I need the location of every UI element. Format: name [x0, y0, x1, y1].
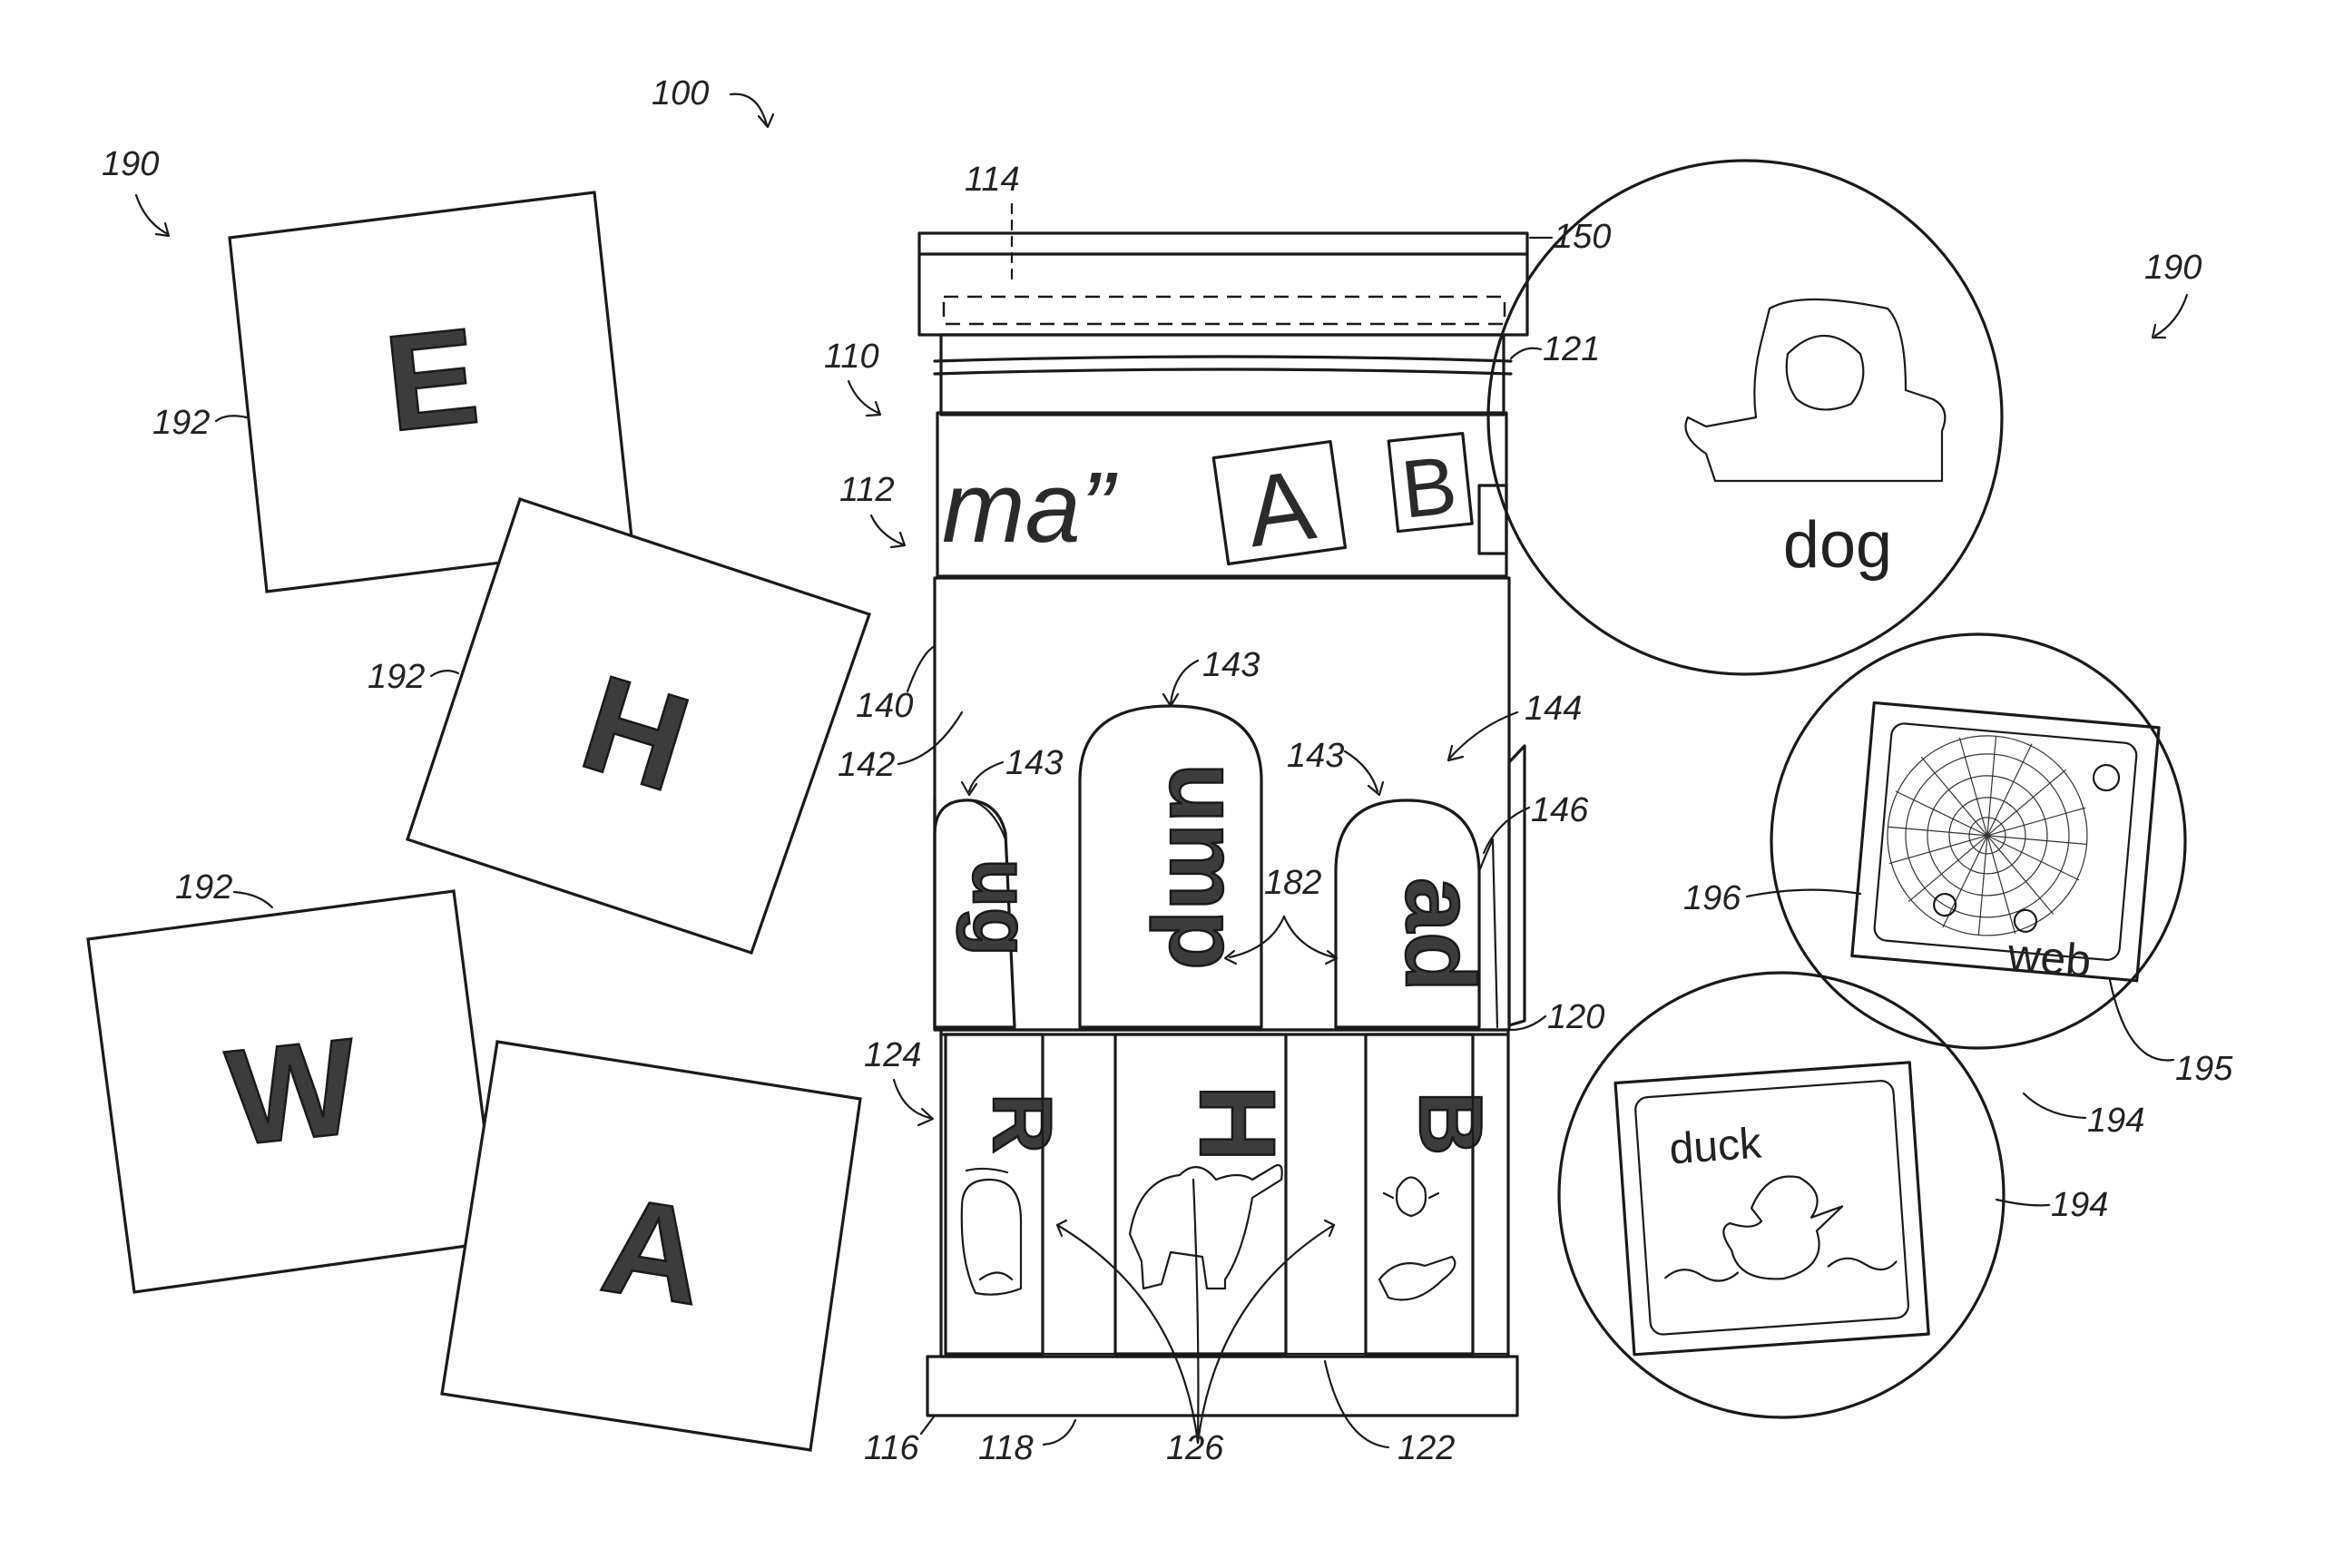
base-band: [941, 1030, 1508, 1357]
window-b: B: [1366, 1034, 1501, 1354]
ref-121: 121: [1543, 330, 1600, 368]
ref-143-center: 143: [1202, 646, 1260, 684]
spider-web-drawing: [1879, 728, 2095, 944]
ref-122: 122: [1398, 1429, 1455, 1467]
disk-web: web: [1771, 634, 2185, 1048]
dog-couch-drawing: [1686, 299, 1946, 481]
dashed-lid-line: [944, 297, 1505, 324]
ref-192-w: 192: [175, 868, 232, 906]
ref-116: 116: [864, 1429, 919, 1467]
ref-150: 150: [1554, 218, 1611, 256]
dog-label: dog: [1783, 509, 1892, 582]
lid: [919, 233, 1527, 335]
bug-drawing: [1384, 1178, 1438, 1217]
jar-base: [927, 1357, 1517, 1416]
ref-140: 140: [856, 687, 913, 725]
disk-duck: duck: [1559, 973, 2004, 1417]
ref-110: 110: [824, 338, 879, 376]
svg-text:B: B: [1401, 1092, 1501, 1156]
svg-text:R: R: [976, 1093, 1068, 1153]
ref-100: 100: [652, 74, 709, 113]
ref-192-e: 192: [152, 404, 210, 442]
ref-112: 112: [839, 471, 895, 509]
ref-143-right: 143: [1287, 737, 1344, 775]
camel-drawing: [1130, 1165, 1282, 1289]
svg-text:ump: ump: [1150, 763, 1260, 970]
window-blank-1: [1043, 1034, 1115, 1354]
svg-text:A: A: [1240, 448, 1321, 568]
neck-ring: [935, 357, 1511, 361]
ref-190-right: 190: [2144, 249, 2202, 287]
tab-ad: ad: [1336, 800, 1497, 1027]
svg-text:ug: ug: [956, 858, 1046, 956]
ref-126: 126: [1166, 1429, 1224, 1467]
svg-text:B: B: [1398, 440, 1461, 536]
web-label: web: [2005, 928, 2093, 986]
window-h: H: [1115, 1034, 1297, 1354]
card-e-letter: E: [378, 299, 485, 460]
card-a: A: [442, 1042, 860, 1450]
sleeve-tile-a: A: [1213, 442, 1346, 573]
ref-194-web: 194: [2087, 1102, 2144, 1140]
ref-196: 196: [1683, 879, 1741, 917]
svg-text:H: H: [1177, 1084, 1297, 1161]
arrows-126: [1057, 1180, 1334, 1443]
ref-194-duck: 194: [2051, 1186, 2108, 1224]
card-w-letter: W: [221, 1009, 365, 1174]
ref-192-h: 192: [368, 658, 425, 696]
card-h: H: [407, 499, 869, 953]
duck-label: duck: [1668, 1119, 1764, 1173]
ref-124: 124: [864, 1036, 921, 1074]
card-w: W: [88, 891, 499, 1292]
ref-114: 114: [965, 161, 1020, 199]
svg-text:ad: ad: [1386, 877, 1496, 992]
side-flap: [1509, 746, 1525, 1025]
ref-142: 142: [838, 746, 895, 784]
tab-ump: ump: [1080, 706, 1261, 1027]
tab-ug: ug: [935, 800, 1046, 1027]
window-blank-2: [1286, 1034, 1366, 1354]
ref-182: 182: [1264, 864, 1321, 902]
ref-118: 118: [978, 1429, 1034, 1467]
ref-146: 146: [1531, 791, 1589, 829]
ref-190-left: 190: [102, 145, 159, 183]
window-r: R: [946, 1034, 1068, 1354]
sleeve-tile-b: B: [1388, 434, 1473, 537]
jar: ma” A B ug ump ad: [919, 233, 1527, 1416]
mouse-drawing: [962, 1169, 1021, 1295]
ref-143-left: 143: [1005, 744, 1063, 782]
bird-drawing: [1379, 1257, 1455, 1300]
ref-195: 195: [2175, 1050, 2233, 1088]
ref-120: 120: [1547, 998, 1604, 1036]
jar-neck: [941, 335, 1504, 415]
sleeve-script: ma”: [942, 452, 1118, 564]
ref-144: 144: [1525, 690, 1582, 728]
